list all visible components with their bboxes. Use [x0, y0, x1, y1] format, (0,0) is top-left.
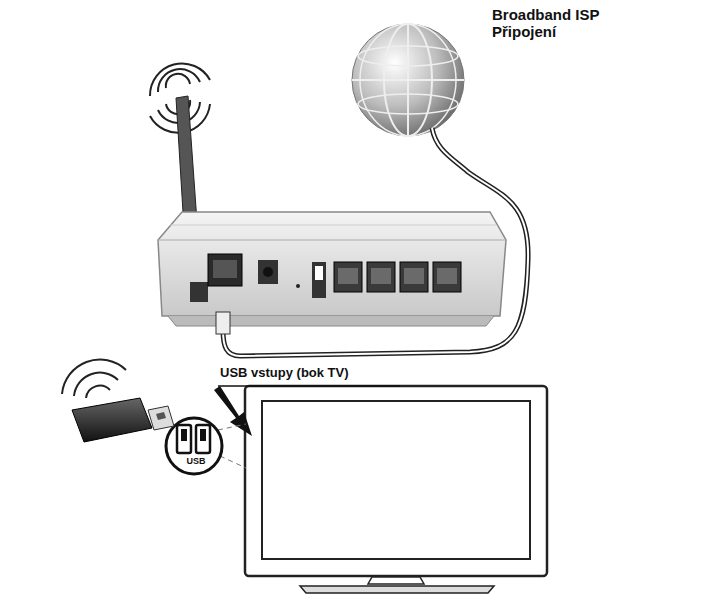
- wifi-dongle: [72, 398, 174, 442]
- pointer-arrow: [214, 386, 252, 436]
- router: [158, 212, 506, 326]
- isp-label: Broadband ISP Připojení: [492, 6, 617, 41]
- television: [245, 386, 547, 593]
- label-underline: [218, 385, 400, 387]
- usb-side-label: USB vstupy (bok TV): [220, 366, 420, 381]
- usb-port-label: USB: [181, 456, 211, 466]
- wifi-waves: [62, 360, 126, 398]
- rj45-plug: [216, 312, 230, 334]
- internet-globe: [352, 24, 464, 136]
